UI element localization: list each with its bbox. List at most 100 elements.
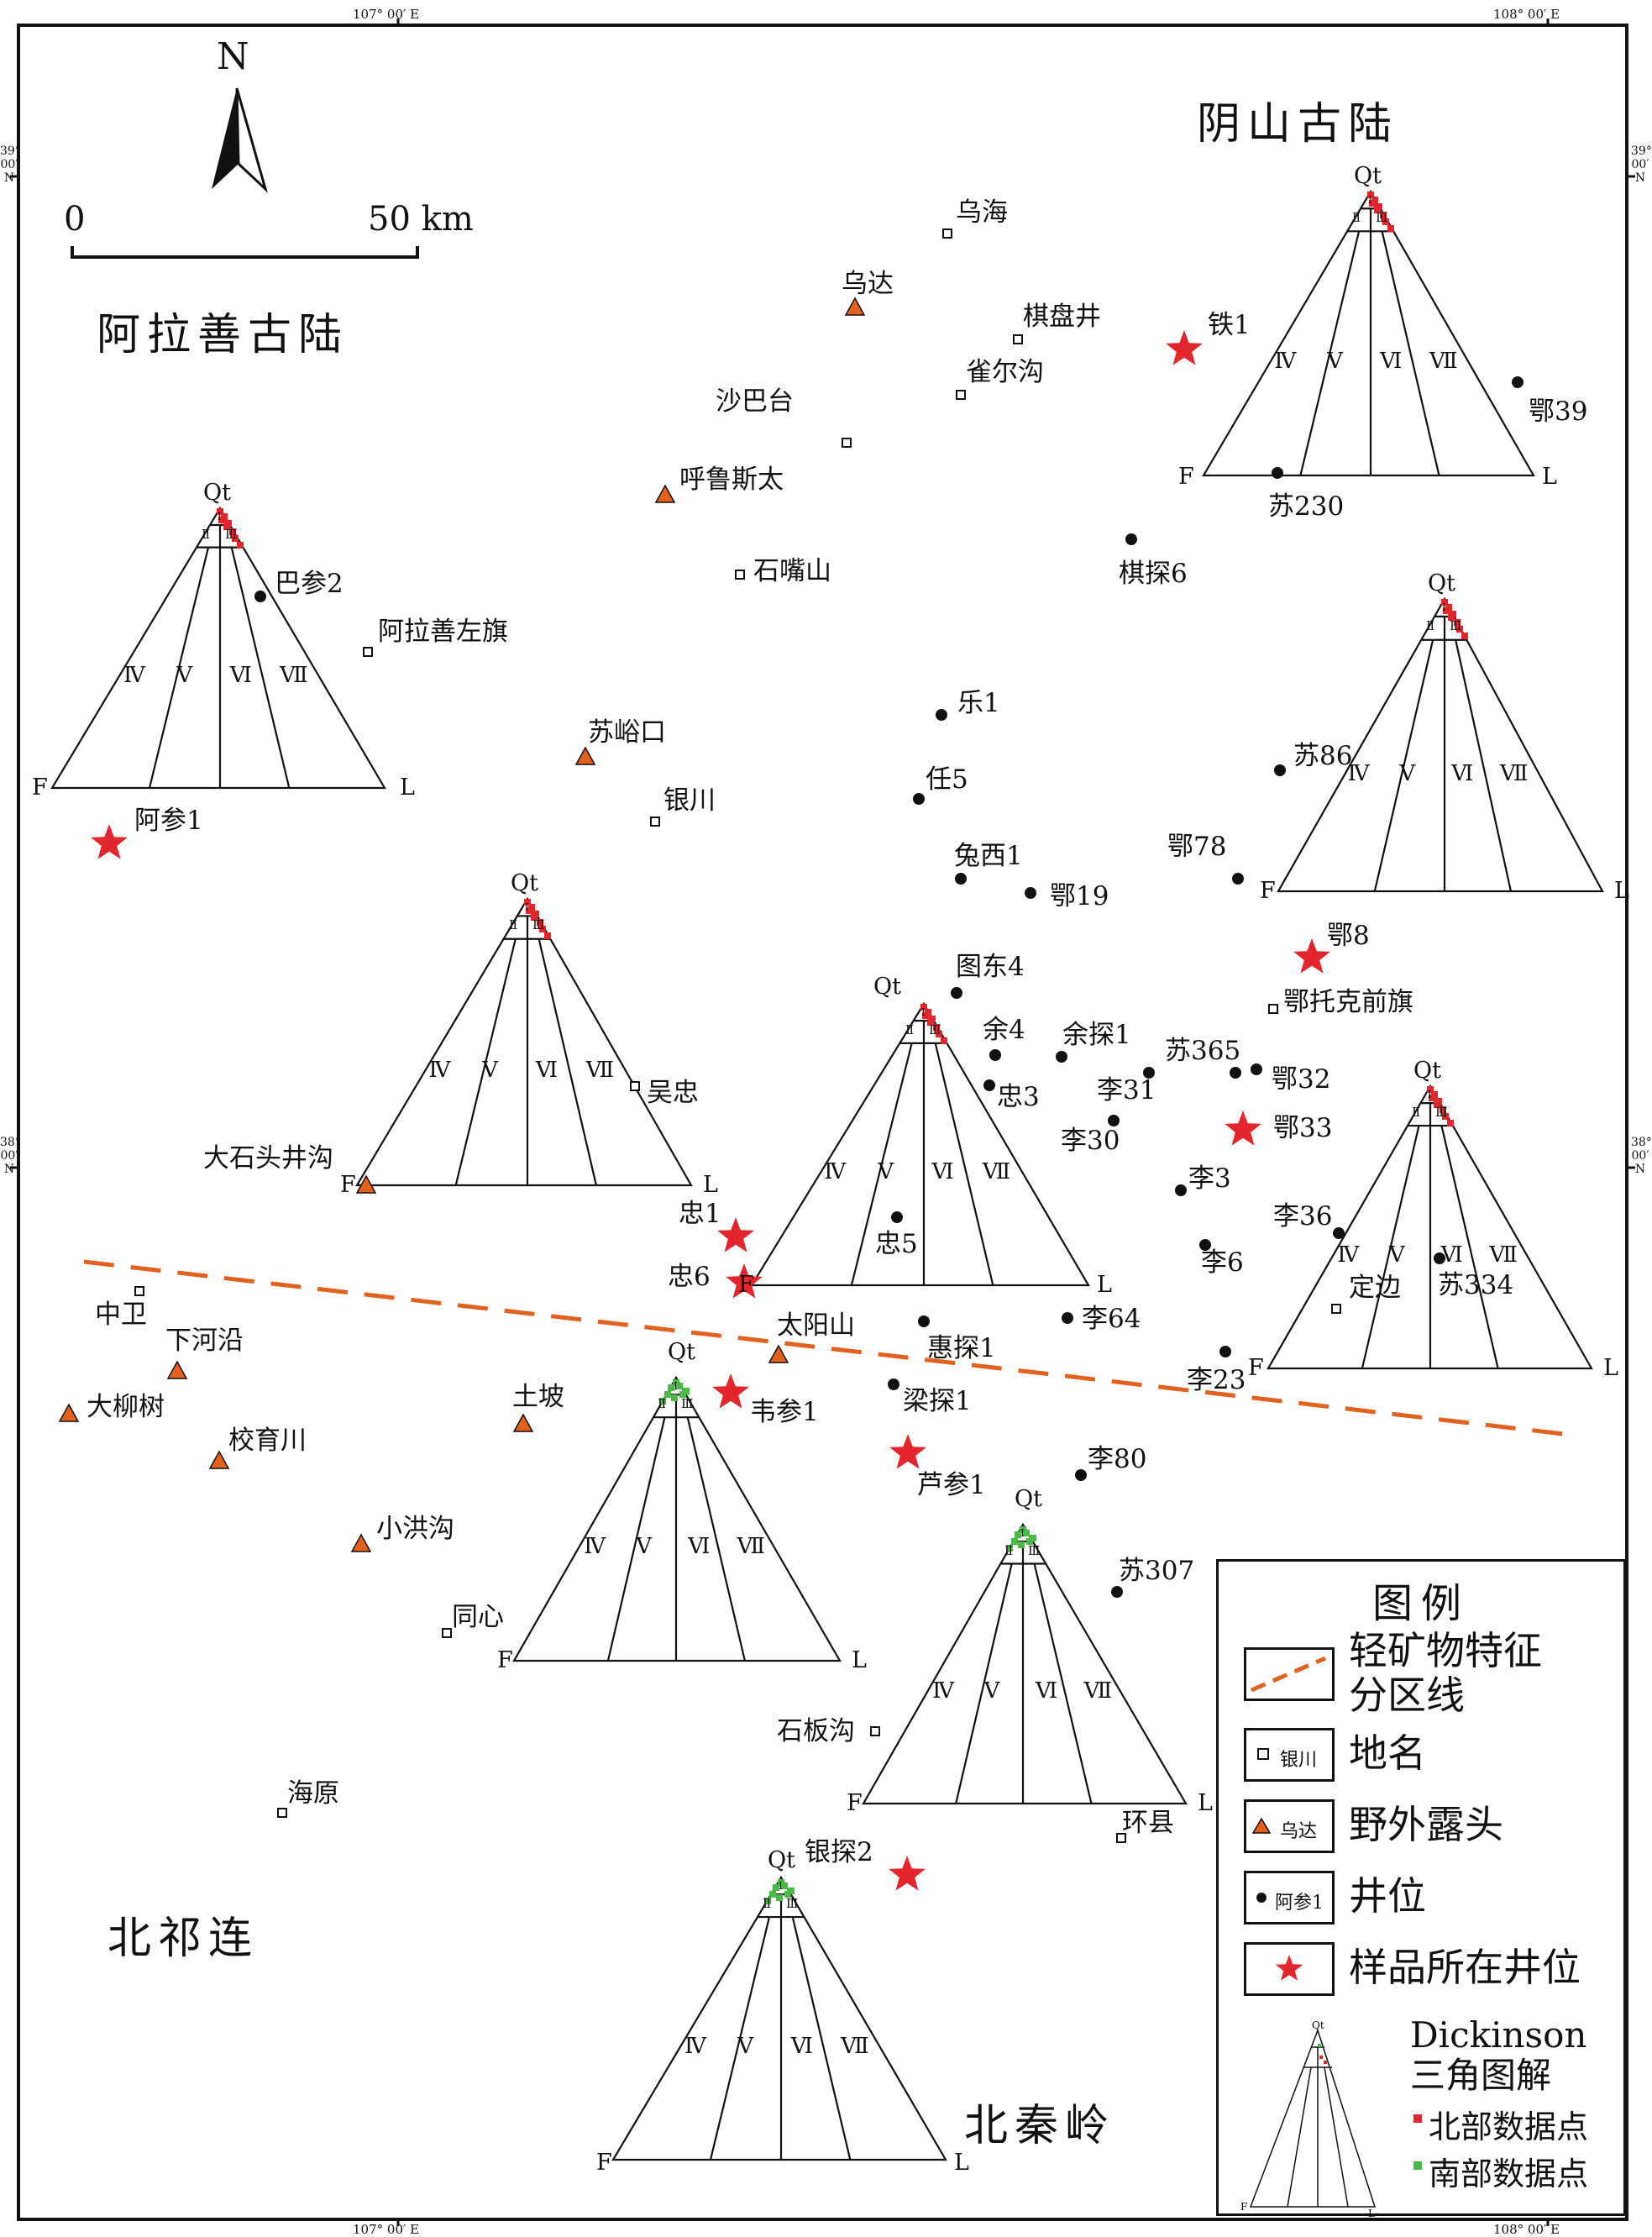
tri-apex-label: Qt	[1413, 1058, 1441, 1084]
tri-alashan	[50, 506, 386, 790]
tri-data-point	[922, 1012, 929, 1019]
tri-left-label: F	[596, 2150, 612, 2176]
well-label: 忠5	[875, 1229, 918, 1259]
tri-data-point	[1367, 192, 1374, 198]
map-frame	[17, 24, 1628, 2221]
sample-well-marker	[889, 1434, 926, 1469]
tri-field-label: Ⅶ	[982, 1159, 1011, 1184]
legend-well-text: 井位	[1349, 1873, 1426, 1919]
well-marker	[955, 873, 967, 885]
tri-left-label: F	[32, 775, 48, 801]
tri-data-point	[1369, 200, 1376, 207]
tri-yintan	[611, 1875, 947, 2161]
outcrop-marker	[844, 297, 866, 316]
tri-field-label: Ⅴ	[737, 2033, 754, 2059]
well-label: 梁探1	[903, 1386, 972, 1416]
tri-apex-label: Qt	[1354, 163, 1382, 189]
tri-data-point	[776, 1894, 783, 1901]
well-marker	[951, 987, 962, 999]
tri-field-label: Ⅰ	[1020, 1527, 1025, 1539]
outcrop-marker	[768, 1344, 789, 1363]
coord-bottom-108: 108° 00′ E	[1493, 2222, 1560, 2237]
tri-data-point	[1447, 1120, 1454, 1126]
tri-field-label: Ⅵ	[1036, 1678, 1058, 1704]
tri-huanxian	[862, 1522, 1188, 1805]
place-label: 吴忠	[647, 1078, 699, 1108]
tri-data-point	[526, 907, 532, 914]
place-label: 石板沟	[777, 1716, 855, 1746]
well-label: 任5	[926, 764, 968, 795]
tri-data-point	[1382, 218, 1389, 225]
well-marker	[1272, 467, 1283, 479]
tri-field-label: Ⅵ	[535, 1057, 559, 1083]
legend-tri-apex: Qt	[1312, 2019, 1324, 2031]
tri-field-label: Ⅱ	[202, 526, 211, 542]
well-label: 李36	[1273, 1201, 1333, 1231]
tri-field-label: Ⅵ	[1380, 348, 1403, 374]
tri-data-point	[1374, 207, 1381, 213]
well-label: 李23	[1187, 1365, 1246, 1395]
tri-field-label: Ⅲ	[1028, 1542, 1041, 1558]
legend-north-text: 北部数据点	[1429, 2108, 1589, 2145]
tri-field-label: Ⅳ	[684, 2033, 707, 2059]
place-marker	[442, 1628, 452, 1638]
tri-right-label: L	[954, 2150, 969, 2176]
tri-right-label: L	[703, 1172, 718, 1198]
tri-data-point	[933, 1024, 940, 1031]
tri-right-label: L	[1542, 464, 1557, 490]
tri-wuzhong	[355, 896, 693, 1187]
place-marker	[1331, 1304, 1341, 1314]
place-label: 定边	[1349, 1273, 1401, 1303]
tri-field-label: Ⅲ	[225, 526, 238, 542]
well-marker	[1333, 1227, 1345, 1239]
place-marker	[870, 1726, 880, 1736]
legend-title: 图例	[1371, 1580, 1470, 1627]
tri-field-label: Ⅵ	[1440, 1242, 1463, 1268]
well-label: 苏307	[1119, 1556, 1195, 1586]
tri-field-label: Ⅱ	[509, 917, 518, 933]
place-label: 石嘴山	[753, 556, 831, 586]
tri-field-label: Ⅳ	[428, 1057, 451, 1083]
tri-field-label: Ⅳ	[1337, 1242, 1360, 1268]
tri-data-point	[1015, 1531, 1021, 1538]
tri-data-point	[1456, 626, 1463, 633]
tri-field-label: Ⅰ	[218, 511, 222, 522]
region-alashan: 阿拉善古陆	[97, 310, 349, 360]
tri-data-point	[232, 535, 239, 542]
tri-field-label: Ⅰ	[779, 1880, 783, 1892]
legend-south-text: 南部数据点	[1429, 2156, 1589, 2192]
tri-field-label: Ⅴ	[878, 1159, 894, 1184]
sample-well-label: 忠6	[668, 1262, 711, 1292]
place-marker	[650, 817, 660, 827]
tri-data-point	[1448, 614, 1455, 621]
tri-northeast	[1202, 189, 1535, 477]
tri-field-label: Ⅶ	[1429, 348, 1458, 374]
well-label: 巴参2	[275, 569, 344, 599]
tri-field-label: Ⅱ	[1004, 1542, 1014, 1558]
well-label: 苏334	[1438, 1270, 1514, 1300]
sample-well-label: 忠1	[679, 1199, 721, 1229]
tri-data-point	[927, 1019, 934, 1026]
tri-field-label: Ⅰ	[1368, 194, 1372, 206]
legend-place-text: 地名	[1349, 1730, 1426, 1776]
well-marker	[1025, 887, 1036, 899]
well-marker	[1062, 1312, 1073, 1324]
place-label: 沙巴台	[716, 386, 794, 417]
place-marker	[956, 390, 966, 400]
well-label: 李30	[1061, 1126, 1120, 1156]
tri-field-label: Ⅲ	[786, 1896, 799, 1912]
tri-field-label: Ⅱ	[1352, 210, 1361, 226]
tri-data-point	[531, 914, 538, 921]
place-label: 雀尔沟	[966, 357, 1044, 387]
sample-well-marker	[726, 1263, 763, 1299]
outcrop-label: 苏峪口	[588, 717, 666, 748]
sample-well-marker	[712, 1373, 749, 1409]
coord-top-107: 107° 00′ E	[353, 7, 420, 22]
tri-field-label: Ⅴ	[1389, 1242, 1405, 1268]
tri-field-label: Ⅴ	[636, 1534, 652, 1560]
tri-data-point	[539, 926, 546, 932]
tri-field-label: Ⅶ	[1489, 1242, 1518, 1268]
tri-field-label: Ⅱ	[1412, 1105, 1421, 1121]
tri-data-point	[1011, 1538, 1018, 1545]
legend-south-swatch	[1413, 2161, 1422, 2170]
